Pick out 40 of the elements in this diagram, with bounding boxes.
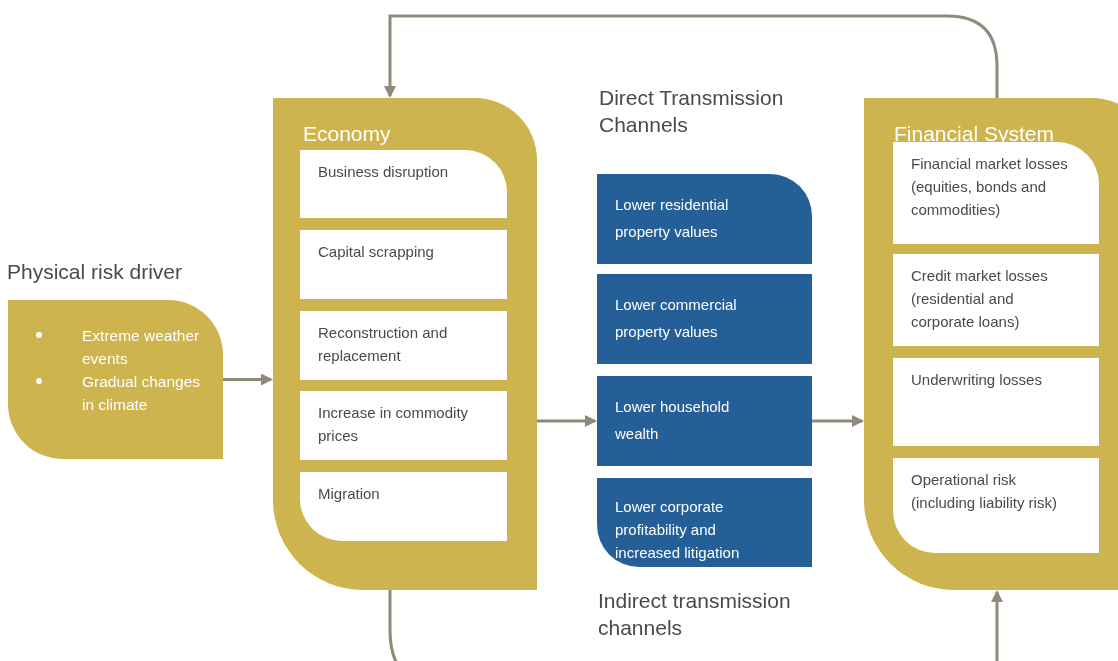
item-box [300,311,507,380]
item-box [300,391,507,460]
item-text: Business disruption [318,162,450,182]
item-text: Financial market losses (equities, bonds and commodities) [911,154,1069,220]
item-text: Underwriting losses [911,370,1043,390]
item-box [893,458,1099,553]
arrow [812,415,864,427]
item-box [300,230,507,299]
arrow [223,373,273,386]
panel-title: Economy [303,121,391,147]
item-box [300,472,507,541]
group-panel [864,98,1118,590]
item-text: Migration [318,484,381,504]
item-text: Capital scrapping [318,242,435,262]
arrow [384,14,999,98]
item-text: Lower corporate profitability and increased litigation [615,497,741,563]
item-text: Lower residential property values [615,195,730,242]
item-text: Credit market losses (residential and corporate loans) [911,266,1049,332]
heading: Physical risk driver [7,259,183,285]
group-panel [273,98,537,590]
item-text: Lower commercial property values [615,295,738,342]
item-box [893,358,1099,446]
item-box [300,150,507,218]
channel-box [597,376,812,466]
arrow [537,415,597,427]
bullet-text: Extreme weather events [82,326,201,369]
channel-box [597,174,812,264]
item-text: Lower household wealth [615,397,731,444]
bullet-text: Gradual changes in climate [82,372,202,415]
item-text: Operational risk (including liability risk) [911,470,1058,513]
channel-box [597,274,812,364]
panel-title: Financial System [894,121,1054,147]
section-heading: Direct Transmission Channels [599,85,785,138]
arrow [388,590,1003,661]
item-text: Reconstruction and replacement [318,323,449,366]
item-box [893,142,1099,244]
channel-box [597,478,812,567]
item-box [893,254,1099,346]
section-heading: Indirect transmission channels [598,588,792,641]
item-text: Increase in commodity prices [318,403,470,446]
